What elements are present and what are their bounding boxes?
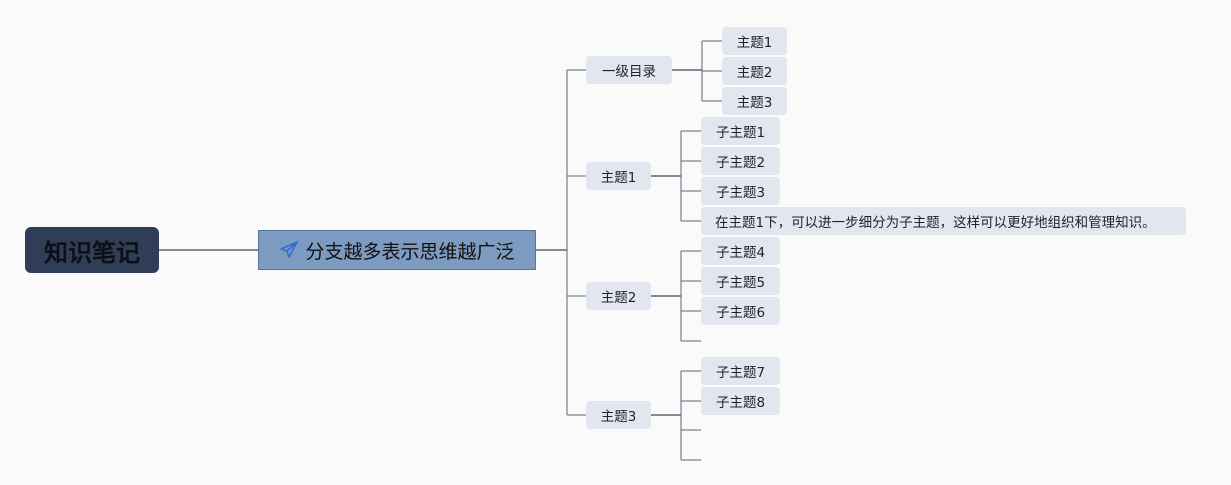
branch-node-catalog[interactable]: 一级目录 <box>586 56 672 84</box>
branch-node-topic-2[interactable]: 主题2 <box>586 282 651 310</box>
child-label: 子主题3 <box>715 185 766 201</box>
child-label: 主题3 <box>736 95 773 111</box>
branch-label: 一级目录 <box>602 64 656 80</box>
hub-node[interactable]: 分支越多表示思维越广泛 <box>258 230 536 270</box>
child-label: 主题1 <box>736 35 773 51</box>
child-label: 子主题4 <box>715 245 766 261</box>
child-node[interactable]: 子主题2 <box>701 147 780 175</box>
paper-plane-icon <box>279 240 299 260</box>
branch-label: 主题1 <box>600 170 637 186</box>
branch-label: 主题2 <box>600 290 637 306</box>
child-label: 在主题1下，可以进一步细分为子主题，这样可以更好地组织和管理知识。 <box>715 215 1156 231</box>
child-label: 子主题5 <box>715 275 766 291</box>
child-label: 子主题7 <box>715 365 766 381</box>
branch-node-topic-1[interactable]: 主题1 <box>586 162 651 190</box>
root-label: 知识笔记 <box>44 238 140 267</box>
child-node[interactable]: 子主题6 <box>701 297 780 325</box>
branch-label: 主题3 <box>600 409 637 425</box>
child-node[interactable]: 子主题1 <box>701 117 780 145</box>
branch-node-topic-3[interactable]: 主题3 <box>586 401 651 429</box>
child-label: 子主题1 <box>715 125 766 141</box>
child-node[interactable]: 子主题5 <box>701 267 780 295</box>
child-node[interactable]: 子主题3 <box>701 177 780 205</box>
child-node[interactable]: 子主题8 <box>701 387 780 415</box>
child-node[interactable]: 主题1 <box>722 27 787 55</box>
child-label: 主题2 <box>736 65 773 81</box>
child-node[interactable]: 主题3 <box>722 87 787 115</box>
child-node[interactable]: 子主题4 <box>701 237 780 265</box>
hub-label: 分支越多表示思维越广泛 <box>305 240 515 263</box>
child-node-note[interactable]: 在主题1下，可以进一步细分为子主题，这样可以更好地组织和管理知识。 <box>701 207 1186 235</box>
child-node[interactable]: 主题2 <box>722 57 787 85</box>
child-label: 子主题8 <box>715 395 766 411</box>
child-node[interactable]: 子主题7 <box>701 357 780 385</box>
root-node[interactable]: 知识笔记 <box>25 227 159 273</box>
child-label: 子主题2 <box>715 155 766 171</box>
child-label: 子主题6 <box>715 305 766 321</box>
